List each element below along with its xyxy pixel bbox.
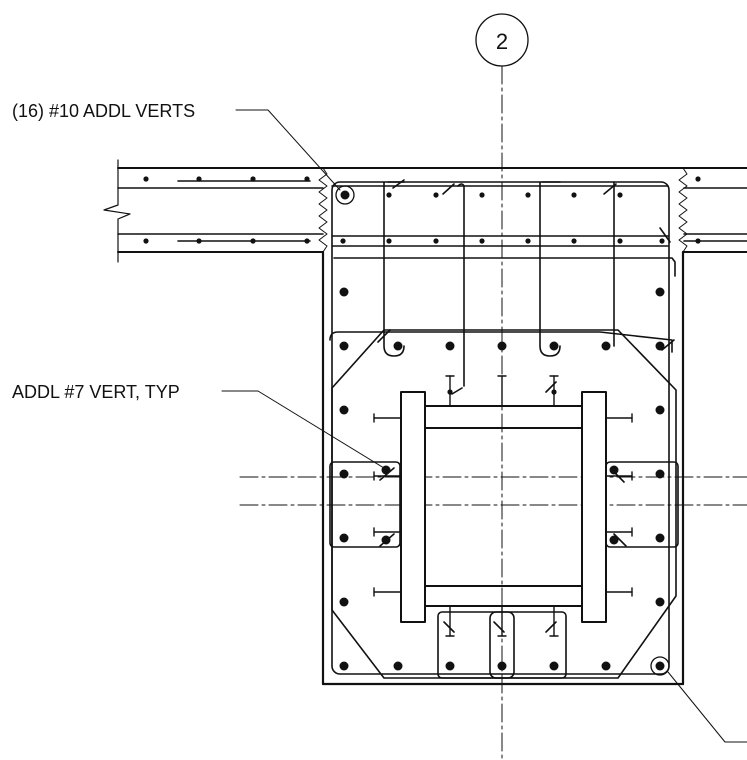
- rebar-dots: [143, 176, 701, 671]
- concrete-wall: [117, 167, 747, 253]
- break-line: [103, 159, 131, 263]
- grid-bubble-label: 2: [496, 29, 508, 54]
- column-centerlines-horizontal: [239, 476, 747, 506]
- construction-joint: [318, 167, 688, 253]
- leader-line: [235, 109, 341, 191]
- annotation-addl-vert-typ: ADDL #7 VERT, TYP: [12, 382, 385, 469]
- leader-line: [221, 390, 385, 469]
- circled-bars: [335, 185, 670, 676]
- leader-line-bottom-right: [667, 671, 747, 743]
- hoop-ties: [329, 181, 677, 679]
- annotation-addl-vert-typ-text: ADDL #7 VERT, TYP: [12, 382, 180, 402]
- hairpin-bars: [383, 181, 615, 387]
- steel-column: [400, 391, 607, 623]
- headed-studs: [373, 375, 633, 637]
- side-u-ties: [329, 461, 679, 679]
- wall-horizontal-bars: [117, 180, 747, 247]
- annotation-addl-verts-text: (16) #10 ADDL VERTS: [12, 101, 195, 121]
- pilaster-outline: [321, 250, 685, 686]
- annotation-addl-verts: (16) #10 ADDL VERTS: [12, 101, 341, 191]
